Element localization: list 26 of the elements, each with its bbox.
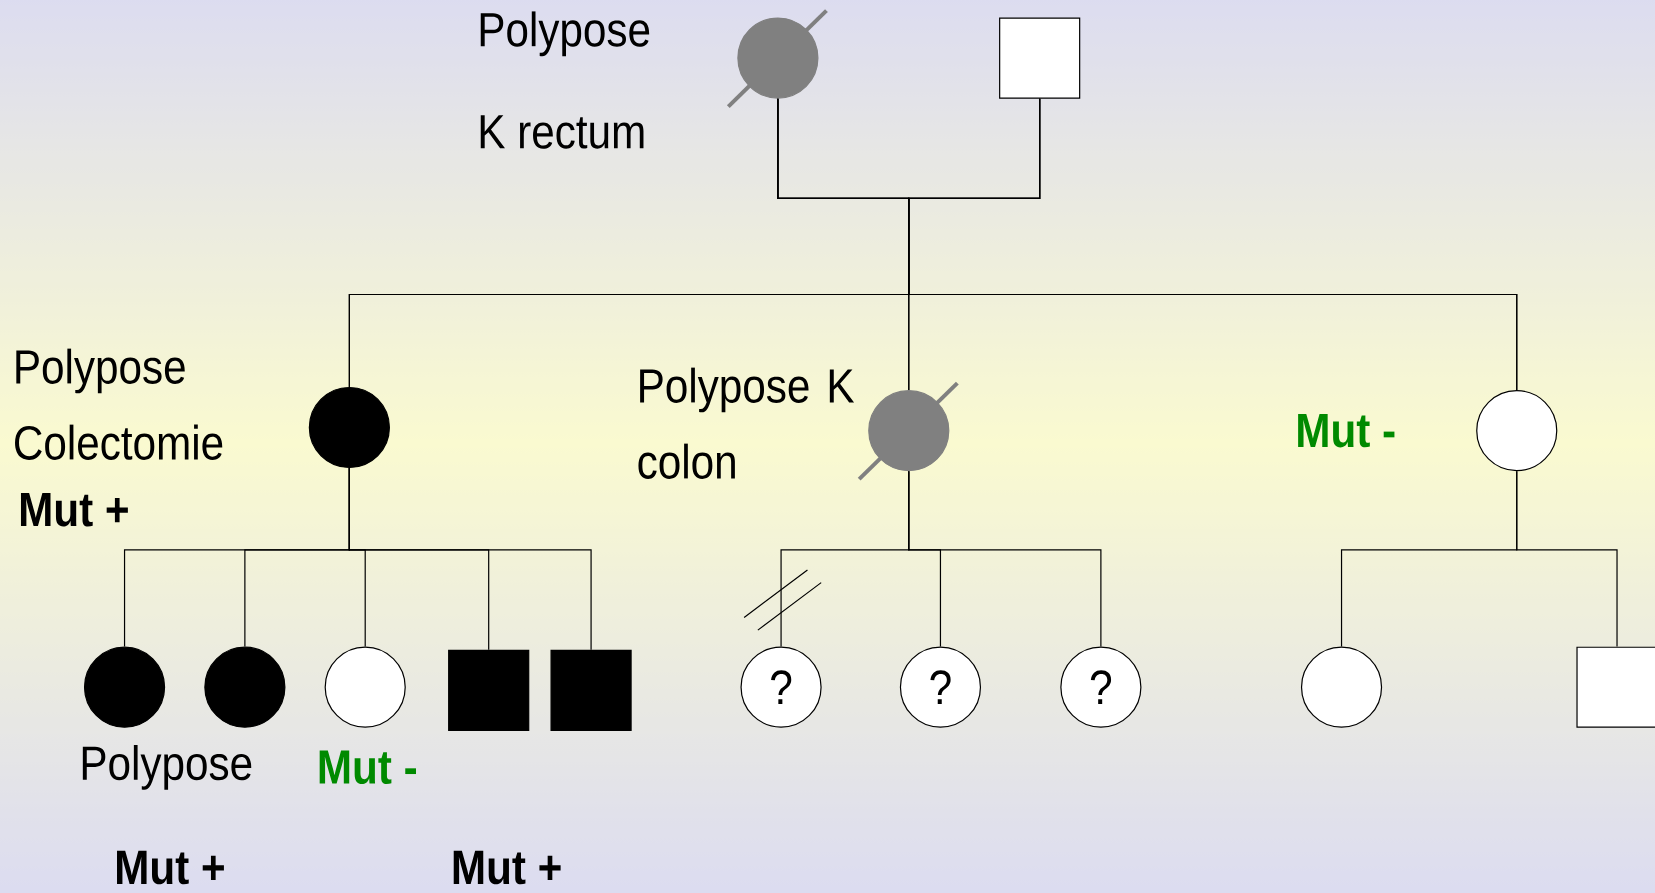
pedigree-circle [1476, 390, 1558, 472]
pedigree-circle [1300, 646, 1383, 728]
annotation: Polypose K colon [638, 367, 855, 479]
descent-line [1516, 470, 1618, 648]
pedigree-square [1576, 646, 1655, 728]
annotation: Mut - [1298, 413, 1395, 448]
pedigree-square [448, 649, 530, 731]
annotation: Mut + [117, 850, 224, 885]
descent-line [348, 467, 592, 651]
annotation: Polypose [480, 11, 650, 57]
annotation: K rectum [480, 115, 644, 149]
annotation: Polypose Colectomie [15, 348, 223, 460]
annotation: Mut + [453, 850, 561, 885]
pedigree-square [999, 17, 1081, 99]
descent-line [908, 470, 1102, 648]
pedigree-circle [324, 646, 406, 728]
annotation: Mut + [20, 493, 128, 527]
annotation: Polypose [82, 745, 252, 790]
pedigree-circle [204, 646, 286, 728]
pedigree-square [550, 649, 632, 731]
annotation: Mut - [319, 750, 416, 785]
deceased-pedigree-circle [726, 9, 828, 109]
deceased-pedigree-circle [857, 381, 959, 481]
pedigree-circle [308, 386, 390, 469]
descent-line [908, 98, 1518, 391]
pedigree-circle [83, 646, 166, 728]
